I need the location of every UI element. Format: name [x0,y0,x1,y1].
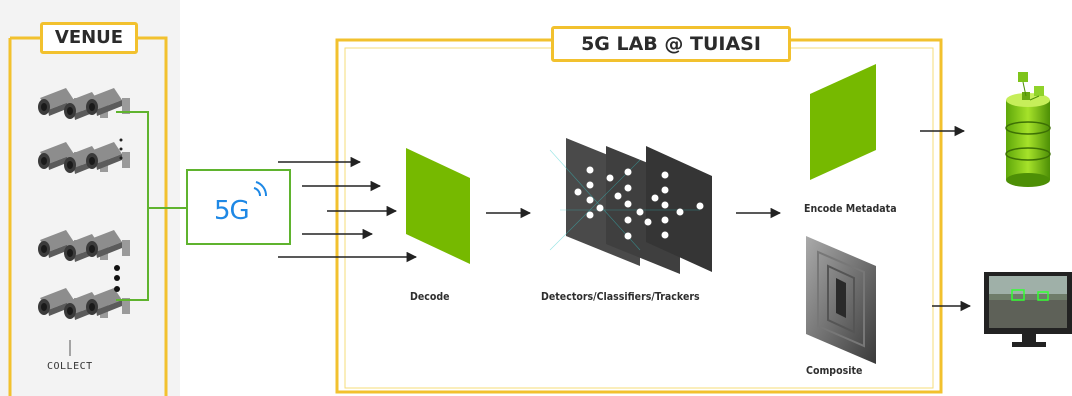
detector-layers [549,138,712,274]
monitor-icon [984,272,1072,347]
5g-box [186,169,291,245]
ellipsis-dots-upper [119,138,123,160]
camera-link [116,111,188,301]
signal-icon [253,181,267,197]
database-icon [1005,72,1051,187]
decode-block [406,148,470,264]
collect-label: COLLECT [47,361,93,372]
encode-metadata-label: Encode Metadata [804,202,897,215]
venue-tag: VENUE [40,22,138,54]
lab-tag: 5G LAB @ TUIASI [551,26,791,62]
detectors-label: Detectors/Classifiers/Trackers [541,290,700,303]
ellipsis-dots-lower [114,265,120,292]
decode-label: Decode [410,290,450,303]
5g-label: 5G [214,196,250,226]
stream-arrows [278,156,418,263]
composite-label: Composite [806,364,863,377]
encode-metadata-block [810,64,876,180]
composite-block [806,236,876,364]
